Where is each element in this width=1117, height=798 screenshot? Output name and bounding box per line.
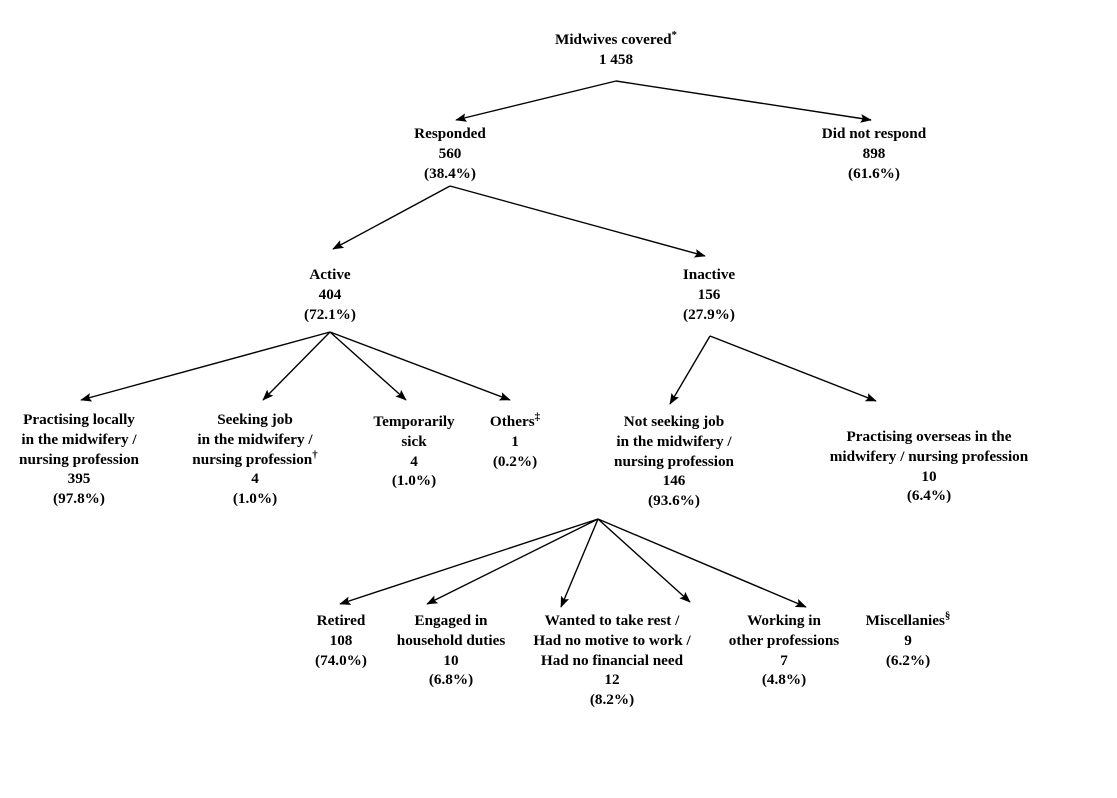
edge-responded-to-active (332, 185, 451, 250)
edge-active-to-seeking-job (262, 331, 331, 401)
edge-notseeking-to-wanted-rest (560, 518, 599, 608)
edge-midwives-to-responded (455, 80, 617, 122)
node-wanted-rest-no-motive-no-need-line-5: (8.2%) (589, 691, 635, 708)
edge-notseeking-to-miscellanies (597, 518, 807, 608)
node-not-seeking-job-line-3: nursing profession (614, 452, 734, 470)
edge-active-to-practising-locally (80, 331, 331, 402)
node-seeking-job-line-5: (1.0%) (232, 490, 278, 507)
edge-notseeking-to-working-other (597, 518, 691, 603)
footnote-marker: ‡ (534, 410, 541, 423)
node-responded-line-1: Responded (414, 125, 486, 142)
node-not-seeking-job-line-2: in the midwifery / (616, 432, 732, 450)
node-not-seeking-job: Not seeking job in the midwifery / nursing… (374, 412, 974, 511)
node-did-not-respond: Did not respond 898 (61.6%) (574, 124, 1117, 183)
node-seeking-job-line-3: nursing profession† (192, 448, 318, 468)
node-miscellanies: Miscellanies§ 9 (6.2%) (608, 609, 1117, 670)
node-retired-line-3: (74.0%) (315, 651, 367, 669)
edge-responded-to-inactive (449, 185, 706, 258)
node-practising-locally-line-2: in the midwifery / (21, 430, 137, 448)
node-wanted-rest-no-motive-no-need-line-3: Had no financial need (540, 651, 684, 669)
node-responded-line-3: (38.4%) (424, 164, 476, 182)
edge-active-to-others (329, 331, 511, 401)
node-did-not-respond-line-3: (61.6%) (848, 164, 900, 182)
node-practising-overseas-line-3: 10 (921, 467, 937, 485)
node-temporarily-sick-line-3: 4 (410, 452, 418, 470)
node-others-line-3: (0.2%) (492, 452, 538, 470)
node-practising-overseas-line-2: midwifery / nursing profession (829, 447, 1029, 465)
node-miscellanies-line-2: 9 (904, 631, 912, 649)
node-others-line-2: 1 (511, 432, 519, 450)
node-midwives-covered: Midwives covered* 1 458 (316, 28, 916, 70)
node-midwives-covered-line-2: 1 458 (598, 50, 634, 68)
node-wanted-rest-no-motive-no-need-line-2: Had no motive to work / (533, 631, 691, 649)
node-active-line-3: (72.1%) (304, 305, 356, 323)
node-seeking-job-line-2: in the midwifery / (197, 430, 313, 448)
node-others: Others‡ 1 (0.2%) (215, 410, 815, 471)
node-active-line-1: Active (309, 266, 351, 283)
node-temporarily-sick-line-2: sick (401, 432, 427, 450)
node-inactive-line-3: (27.9%) (683, 305, 735, 323)
node-temporarily-sick-line-1: Temporarily (373, 413, 455, 430)
node-engaged-household-duties-line-3: 10 (443, 651, 459, 669)
node-inactive: Inactive 156 (27.9%) (409, 265, 1009, 324)
node-seeking-job-line-4: 4 (251, 470, 259, 488)
node-did-not-respond-line-1: Did not respond (821, 125, 927, 142)
node-temporarily-sick-line-4: (1.0%) (391, 472, 437, 490)
node-retired-line-2: 108 (329, 631, 353, 649)
node-working-other-professions-line-2: other professions (728, 631, 840, 649)
node-retired: Retired 108 (74.0%) (41, 611, 641, 670)
node-not-seeking-job-line-4: 146 (662, 472, 686, 490)
node-temporarily-sick: Temporarily sick 4 (1.0%) (114, 412, 714, 491)
node-responded: Responded 560 (38.4%) (150, 124, 750, 183)
node-engaged-household-duties-line-4: (6.8%) (428, 671, 474, 689)
node-engaged-household-duties-line-2: household duties (396, 631, 506, 649)
node-working-other-professions-line-4: (4.8%) (761, 671, 807, 689)
node-practising-overseas-line-1: Practising overseas in the (846, 428, 1012, 445)
node-practising-locally-line-5: (97.8%) (53, 490, 105, 507)
node-practising-overseas-line-4: (6.4%) (906, 487, 952, 505)
edge-notseeking-to-engaged (426, 518, 599, 605)
node-working-other-professions: Working in other professions 7 (4.8%) (484, 611, 1084, 690)
footnote-marker: * (671, 28, 678, 41)
edge-notseeking-to-retired (339, 518, 599, 605)
node-inactive-line-1: Inactive (682, 266, 736, 283)
node-active: Active 404 (72.1%) (30, 265, 630, 324)
node-retired-line-1: Retired (316, 612, 366, 629)
edge-inactive-to-not-seeking-job (669, 335, 711, 405)
edge-active-to-temporarily-sick (329, 331, 407, 401)
node-working-other-professions-line-1: Working in (747, 612, 821, 629)
edge-midwives-to-did-not-respond (615, 80, 872, 123)
node-wanted-rest-no-motive-no-need-line-1: Wanted to take rest / (544, 612, 680, 629)
node-not-seeking-job-line-1: Not seeking job (623, 413, 725, 430)
node-inactive-line-2: 156 (697, 285, 721, 303)
node-engaged-household-duties-line-1: Engaged in (414, 612, 488, 629)
node-miscellanies-line-3: (6.2%) (885, 651, 931, 669)
edge-inactive-to-practising-overseas (709, 335, 877, 402)
node-wanted-rest-no-motive-no-need: Wanted to take rest / Had no motive to wo… (312, 611, 912, 710)
node-practising-locally-line-3: nursing profession (19, 450, 139, 468)
node-working-other-professions-line-3: 7 (780, 651, 788, 669)
node-engaged-household-duties: Engaged in household duties 10 (6.8%) (151, 611, 751, 690)
node-responded-line-2: 560 (438, 144, 462, 162)
node-practising-locally-line-1: Practising locally (23, 411, 135, 428)
node-others-line-1: Others‡ (489, 410, 541, 430)
node-active-line-2: 404 (318, 285, 342, 303)
node-practising-locally-line-4: 395 (67, 470, 91, 488)
footnote-marker: † (312, 448, 318, 461)
node-not-seeking-job-line-5: (93.6%) (648, 492, 700, 509)
node-wanted-rest-no-motive-no-need-line-4: 12 (604, 671, 620, 689)
node-seeking-job-line-1: Seeking job (217, 411, 293, 428)
node-miscellanies-line-1: Miscellanies§ (865, 609, 951, 629)
node-did-not-respond-line-2: 898 (862, 144, 886, 162)
node-midwives-covered-line-1: Midwives covered* (554, 28, 678, 48)
node-practising-overseas: Practising overseas in the midwifery / nu… (629, 427, 1117, 506)
footnote-marker: § (944, 609, 951, 622)
